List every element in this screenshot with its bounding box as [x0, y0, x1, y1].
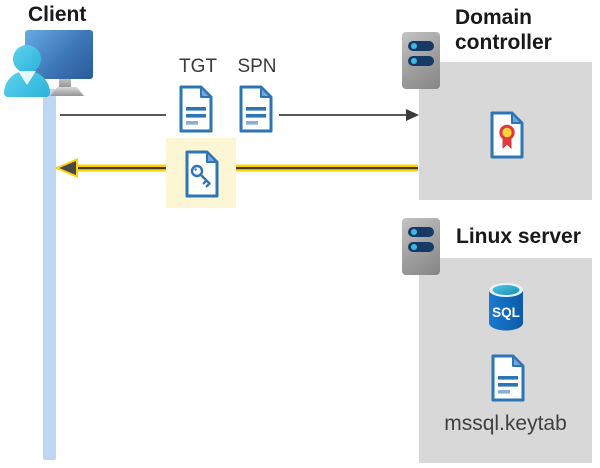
keytab-document-icon: [491, 354, 525, 402]
server-slot: [408, 242, 434, 252]
sql-database-icon: SQL: [489, 283, 523, 331]
key-document-icon: [185, 150, 219, 198]
response-arrow: [55, 158, 418, 178]
server-slot: [408, 41, 434, 51]
server-led: [411, 229, 417, 235]
tgt-label: TGT: [179, 56, 217, 77]
certificate-icon: [490, 111, 524, 159]
server-slot: [408, 227, 434, 237]
tgt-document-icon: [179, 85, 213, 133]
domain-controller-server-icon: [402, 32, 440, 89]
server-slot: [408, 56, 434, 66]
sql-badge-text: SQL: [492, 305, 520, 320]
server-led: [411, 244, 417, 250]
monitor-stand-base: [50, 87, 84, 96]
spn-label: SPN: [237, 56, 277, 77]
timeline-bar: [43, 89, 56, 460]
user-head: [13, 45, 41, 73]
keytab-filename-label: mssql.keytab: [444, 412, 567, 435]
spn-document-icon: [239, 85, 273, 133]
server-led: [411, 58, 417, 64]
client-label: Client: [28, 3, 87, 26]
domain-controller-label: Domain controller: [455, 6, 552, 54]
user-collar: [18, 71, 36, 85]
linux-server-label: Linux server: [456, 225, 581, 248]
linux-server-icon: [402, 218, 440, 275]
monitor-stand-neck: [59, 78, 71, 88]
server-led: [411, 43, 417, 49]
